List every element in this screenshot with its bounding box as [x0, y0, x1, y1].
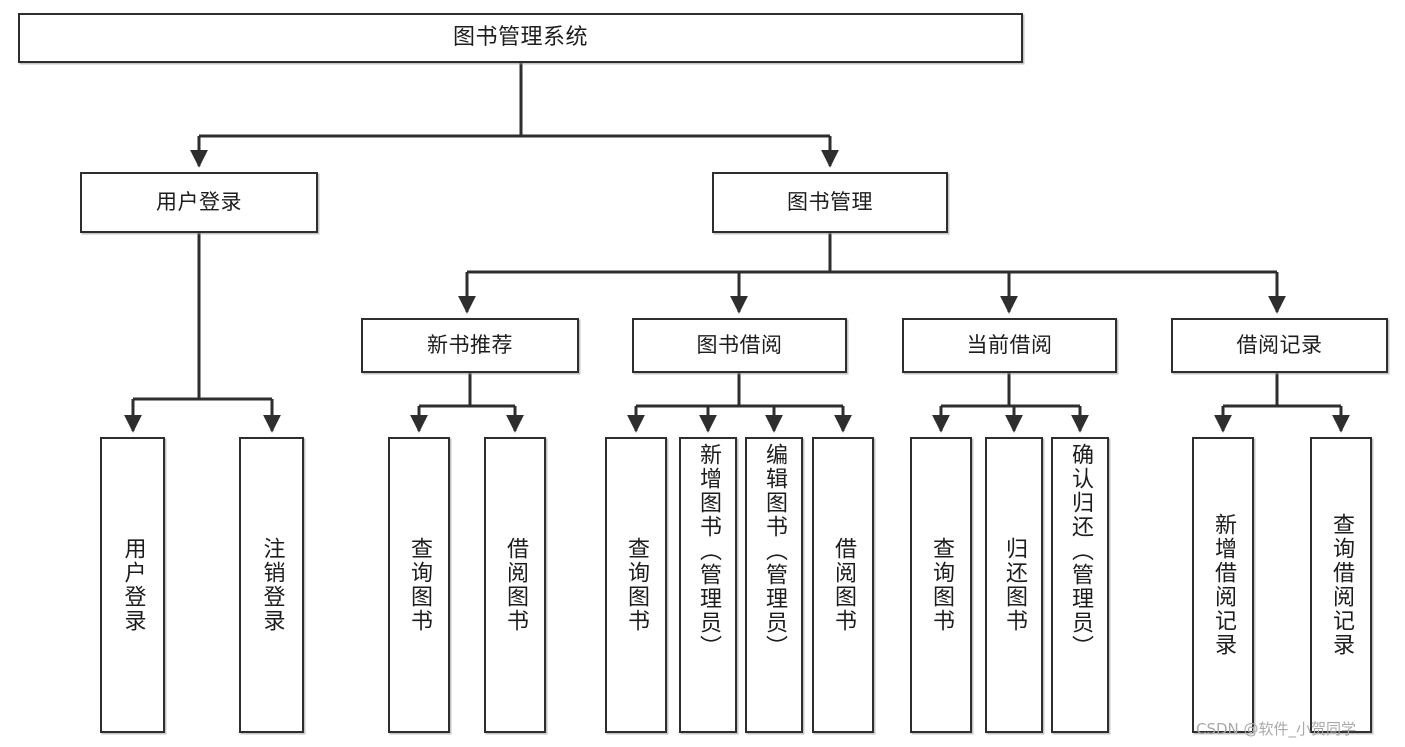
leaf-borrow-book-recommend[interactable]: 借阅图书	[484, 437, 546, 733]
node-user-login[interactable]: 用户登录	[80, 172, 318, 233]
leaf-query-borrow-record-label: 查询借阅记录	[1329, 513, 1354, 657]
leaf-add-book-admin-label: 新增图书（管理员）	[696, 443, 721, 659]
node-user-login-label: 用户登录	[156, 189, 242, 214]
csdn-watermark: CSDN @软件_小贺同学	[1196, 720, 1357, 738]
node-book-management[interactable]: 图书管理	[712, 172, 948, 233]
node-new-book-recommend-label: 新书推荐	[427, 332, 513, 357]
leaf-edit-book-admin-label: 编辑图书（管理员）	[762, 443, 787, 659]
leaf-logout-label: 注销登录	[259, 537, 285, 633]
node-new-book-recommend[interactable]: 新书推荐	[361, 318, 579, 373]
leaf-borrow-book-label: 借阅图书	[831, 537, 856, 633]
leaf-borrow-book[interactable]: 借阅图书	[812, 437, 874, 733]
leaf-user-login[interactable]: 用户登录	[100, 437, 165, 733]
node-root-label: 图书管理系统	[452, 24, 588, 50]
leaf-add-book-admin[interactable]: 新增图书（管理员）	[679, 437, 737, 733]
leaf-add-borrow-record-label: 新增借阅记录	[1211, 513, 1236, 657]
node-root[interactable]: 图书管理系统	[18, 13, 1023, 63]
leaf-confirm-return-admin-label: 确认归还（管理员）	[1068, 443, 1093, 659]
node-book-borrow[interactable]: 图书借阅	[632, 318, 847, 373]
leaf-return-book-label: 归还图书	[1002, 537, 1027, 633]
leaf-add-borrow-record[interactable]: 新增借阅记录	[1192, 437, 1254, 733]
leaf-borrow-book-recommend-label: 借阅图书	[503, 537, 528, 633]
node-current-borrow[interactable]: 当前借阅	[902, 318, 1117, 373]
leaf-query-book-recommend[interactable]: 查询图书	[388, 437, 450, 733]
leaf-user-login-label: 用户登录	[120, 537, 146, 633]
leaf-query-book-borrow[interactable]: 查询图书	[605, 437, 667, 733]
leaf-return-book[interactable]: 归还图书	[985, 437, 1043, 733]
leaf-edit-book-admin[interactable]: 编辑图书（管理员）	[745, 437, 803, 733]
node-book-management-label: 图书管理	[787, 189, 873, 214]
node-borrow-records-label: 借阅记录	[1236, 332, 1323, 357]
node-borrow-records[interactable]: 借阅记录	[1171, 318, 1388, 373]
leaf-query-book-recommend-label: 查询图书	[407, 537, 432, 633]
leaf-query-book-current-label: 查询图书	[929, 537, 954, 633]
leaf-query-borrow-record[interactable]: 查询借阅记录	[1310, 437, 1372, 733]
leaf-logout[interactable]: 注销登录	[239, 437, 304, 733]
leaf-query-book-current[interactable]: 查询图书	[910, 437, 972, 733]
leaf-confirm-return-admin[interactable]: 确认归还（管理员）	[1051, 437, 1109, 733]
node-current-borrow-label: 当前借阅	[966, 332, 1053, 357]
node-book-borrow-label: 图书借阅	[696, 332, 783, 357]
leaf-query-book-borrow-label: 查询图书	[624, 537, 649, 633]
